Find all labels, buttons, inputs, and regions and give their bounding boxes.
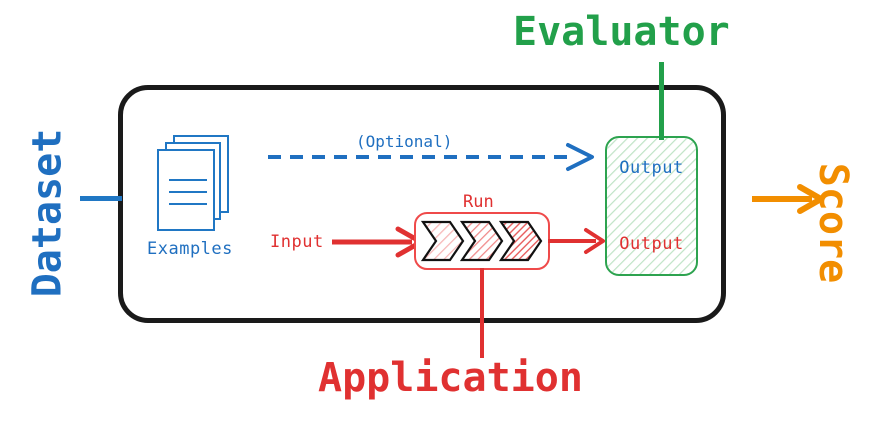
- application-label: Application: [318, 355, 583, 401]
- examples-caption: Examples: [147, 239, 233, 259]
- chevron-pipeline-icon: [420, 220, 543, 262]
- input-edge-label: Input: [270, 232, 324, 252]
- run-caption: Run: [463, 192, 494, 212]
- optional-edge-label: (Optional): [356, 132, 453, 151]
- dataset-label: Dataset: [24, 128, 71, 298]
- document-line: [169, 191, 207, 193]
- dashed-arrow-right-icon: [268, 143, 594, 171]
- document-line: [169, 203, 207, 205]
- output-box: Output Output: [605, 136, 698, 276]
- score-label: Score: [810, 162, 857, 284]
- output-box-hatch: [607, 138, 696, 274]
- output-arrow-icon: [548, 228, 605, 254]
- dataset-connector-line: [80, 196, 122, 201]
- output-label-application: Output: [619, 234, 684, 254]
- document-stack-icon: [157, 149, 215, 231]
- application-connector-line: [480, 268, 484, 358]
- input-arrow-icon: [332, 226, 424, 258]
- evaluator-label: Evaluator: [513, 9, 730, 55]
- evaluator-connector-line: [659, 62, 664, 140]
- document-line: [169, 179, 207, 181]
- score-arrow-icon: [752, 184, 824, 214]
- examples-group: Examples: [147, 135, 251, 270]
- output-label-dataset: Output: [619, 158, 684, 178]
